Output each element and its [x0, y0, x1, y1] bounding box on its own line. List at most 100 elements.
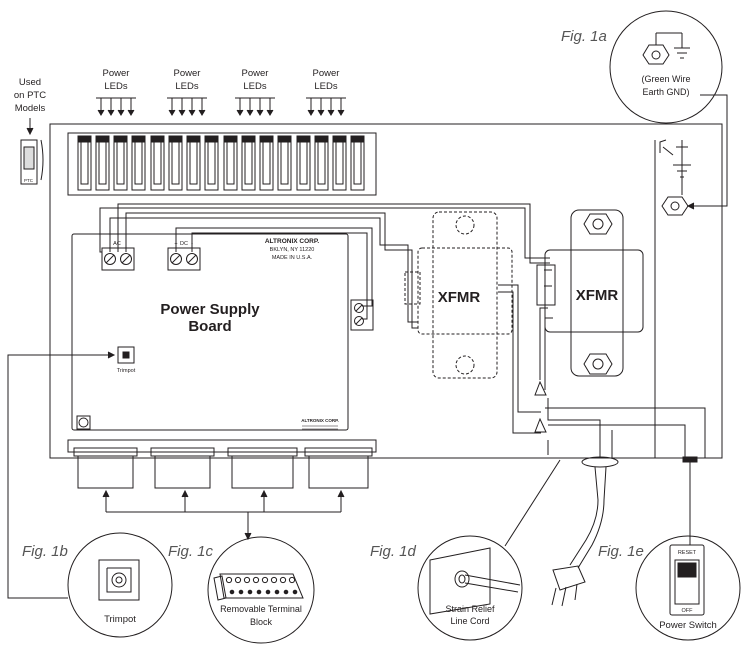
- ptc-note: Used on PTC Models PTC: [14, 77, 46, 185]
- terminal-screw: [252, 576, 260, 584]
- led-tube: [131, 135, 146, 191]
- led-tube: [277, 135, 292, 191]
- wire-nut: [534, 417, 547, 433]
- power-led-label: Power LEDs: [235, 68, 275, 116]
- fig-1c-caption-line1: Removable Terminal: [220, 604, 302, 614]
- led-tube: [95, 135, 110, 191]
- terminal-blocks: [67, 439, 377, 489]
- terminal-block: [150, 447, 215, 489]
- led-tube: [113, 135, 128, 191]
- led-tube: [259, 135, 274, 191]
- dc-label: DC: [180, 241, 188, 247]
- power-led-label-line2: LEDs: [314, 81, 337, 92]
- led-tube: [168, 135, 183, 191]
- led-tube: [241, 135, 256, 191]
- terminal-hole: [292, 589, 298, 595]
- led-tube: [77, 135, 92, 191]
- led-tube: [350, 135, 365, 191]
- fig-1e: Fig. 1e RESET OFF Power Switch: [598, 535, 741, 641]
- fig-1e-caption: Power Switch: [659, 620, 717, 631]
- side-terminal: [350, 299, 374, 331]
- power-led-label-line2: LEDs: [104, 81, 127, 92]
- board-trimpot-label: Trimpot: [117, 368, 136, 374]
- terminal-block: [304, 447, 373, 489]
- power-supply-board: ALTRONIX CORP. BKLYN, NY 11220 MADE IN U…: [71, 233, 374, 431]
- fig-1d: Fig. 1d Strain Relief Line Cord: [370, 535, 523, 641]
- fig-1e-label: Fig. 1e: [598, 543, 644, 560]
- ground-callout: [690, 94, 728, 207]
- terminal-block: [227, 447, 298, 489]
- board-company: ALTRONIX CORP.: [265, 238, 319, 245]
- fig-1d-caption-line2: Line Cord: [450, 616, 489, 626]
- fig-1d-label: Fig. 1d: [370, 543, 417, 560]
- fig-1e-reset: RESET: [678, 550, 697, 556]
- strain-relief: [504, 456, 619, 569]
- power-led-label-line1: Power: [313, 68, 340, 79]
- power-led-label: Power LEDs: [96, 68, 136, 116]
- terminal-hole: [265, 589, 271, 595]
- terminal-block: [73, 447, 138, 489]
- terminal-screw: [243, 576, 251, 584]
- terminal-hole: [274, 589, 280, 595]
- led-strip: [67, 132, 377, 196]
- terminal-hole: [238, 589, 244, 595]
- fig-1c: Fig. 1c Removable Terminal Block: [168, 536, 315, 644]
- board-trimpot: [117, 346, 135, 364]
- fig-1c-label: Fig. 1c: [168, 543, 214, 560]
- trimpot-callout: [7, 354, 113, 599]
- power-led-label-line2: LEDs: [175, 81, 198, 92]
- led-tube: [186, 135, 201, 191]
- terminal-hole: [247, 589, 253, 595]
- ground-lug: [654, 139, 691, 458]
- board-small-company: ALTRONIX CORP.: [301, 418, 339, 423]
- terminal-screw: [261, 576, 269, 584]
- transformer-2-label: XFMR: [576, 287, 619, 304]
- led-tube: [296, 135, 311, 191]
- ptc-label: PTC: [24, 178, 34, 183]
- terminal-arrows: [102, 489, 345, 541]
- fig-1a-label: Fig. 1a: [561, 28, 607, 45]
- terminal-hole: [229, 589, 235, 595]
- fig-1c-caption-line2: Block: [250, 617, 273, 627]
- ptc-note-line3: Models: [15, 103, 46, 114]
- power-led-labels: Power LEDs Power LEDs Power LEDs Power L…: [96, 68, 346, 116]
- board-made-in: MADE IN U.S.A.: [272, 255, 313, 261]
- dc-terminal: [167, 247, 201, 271]
- board-address: BKLYN, NY 11220: [270, 247, 315, 253]
- transformer-1-label: XFMR: [438, 289, 481, 306]
- terminal-block-body: [219, 573, 304, 599]
- power-led-label: Power LEDs: [167, 68, 207, 116]
- plug: [551, 565, 586, 607]
- fig-1e-off: OFF: [682, 608, 694, 614]
- power-led-label-line1: Power: [242, 68, 269, 79]
- terminal-hole: [283, 589, 289, 595]
- ptc-fuse: [20, 139, 38, 185]
- terminal-screw: [279, 576, 287, 584]
- terminal-screw: [270, 576, 278, 584]
- transformer-2: [536, 209, 644, 377]
- power-led-label-line1: Power: [174, 68, 201, 79]
- wire-nut: [534, 380, 547, 396]
- terminal-screw: [234, 576, 242, 584]
- ptc-note-line2: on PTC: [14, 90, 46, 101]
- transformer-1: [404, 211, 513, 379]
- led-tube: [223, 135, 238, 191]
- led-tube: [314, 135, 329, 191]
- board-title-line2: Board: [188, 318, 231, 335]
- terminal-hole: [256, 589, 262, 595]
- ac-label: AC: [113, 241, 121, 247]
- fig-1a: Fig. 1a (Green Wire Earth GND): [561, 10, 723, 124]
- led-tube: [150, 135, 165, 191]
- board-title-line1: Power Supply: [160, 301, 260, 318]
- led-tube: [204, 135, 219, 191]
- enclosure: [49, 123, 723, 459]
- power-led-label-line1: Power: [103, 68, 130, 79]
- ptc-note-line1: Used: [19, 77, 41, 88]
- led-tube: [332, 135, 347, 191]
- fig-1a-caption-line2: Earth GND): [642, 87, 689, 97]
- fig-1b-label: Fig. 1b: [22, 543, 68, 560]
- power-led-label-line2: LEDs: [243, 81, 266, 92]
- fig-1b-caption: Trimpot: [104, 614, 136, 625]
